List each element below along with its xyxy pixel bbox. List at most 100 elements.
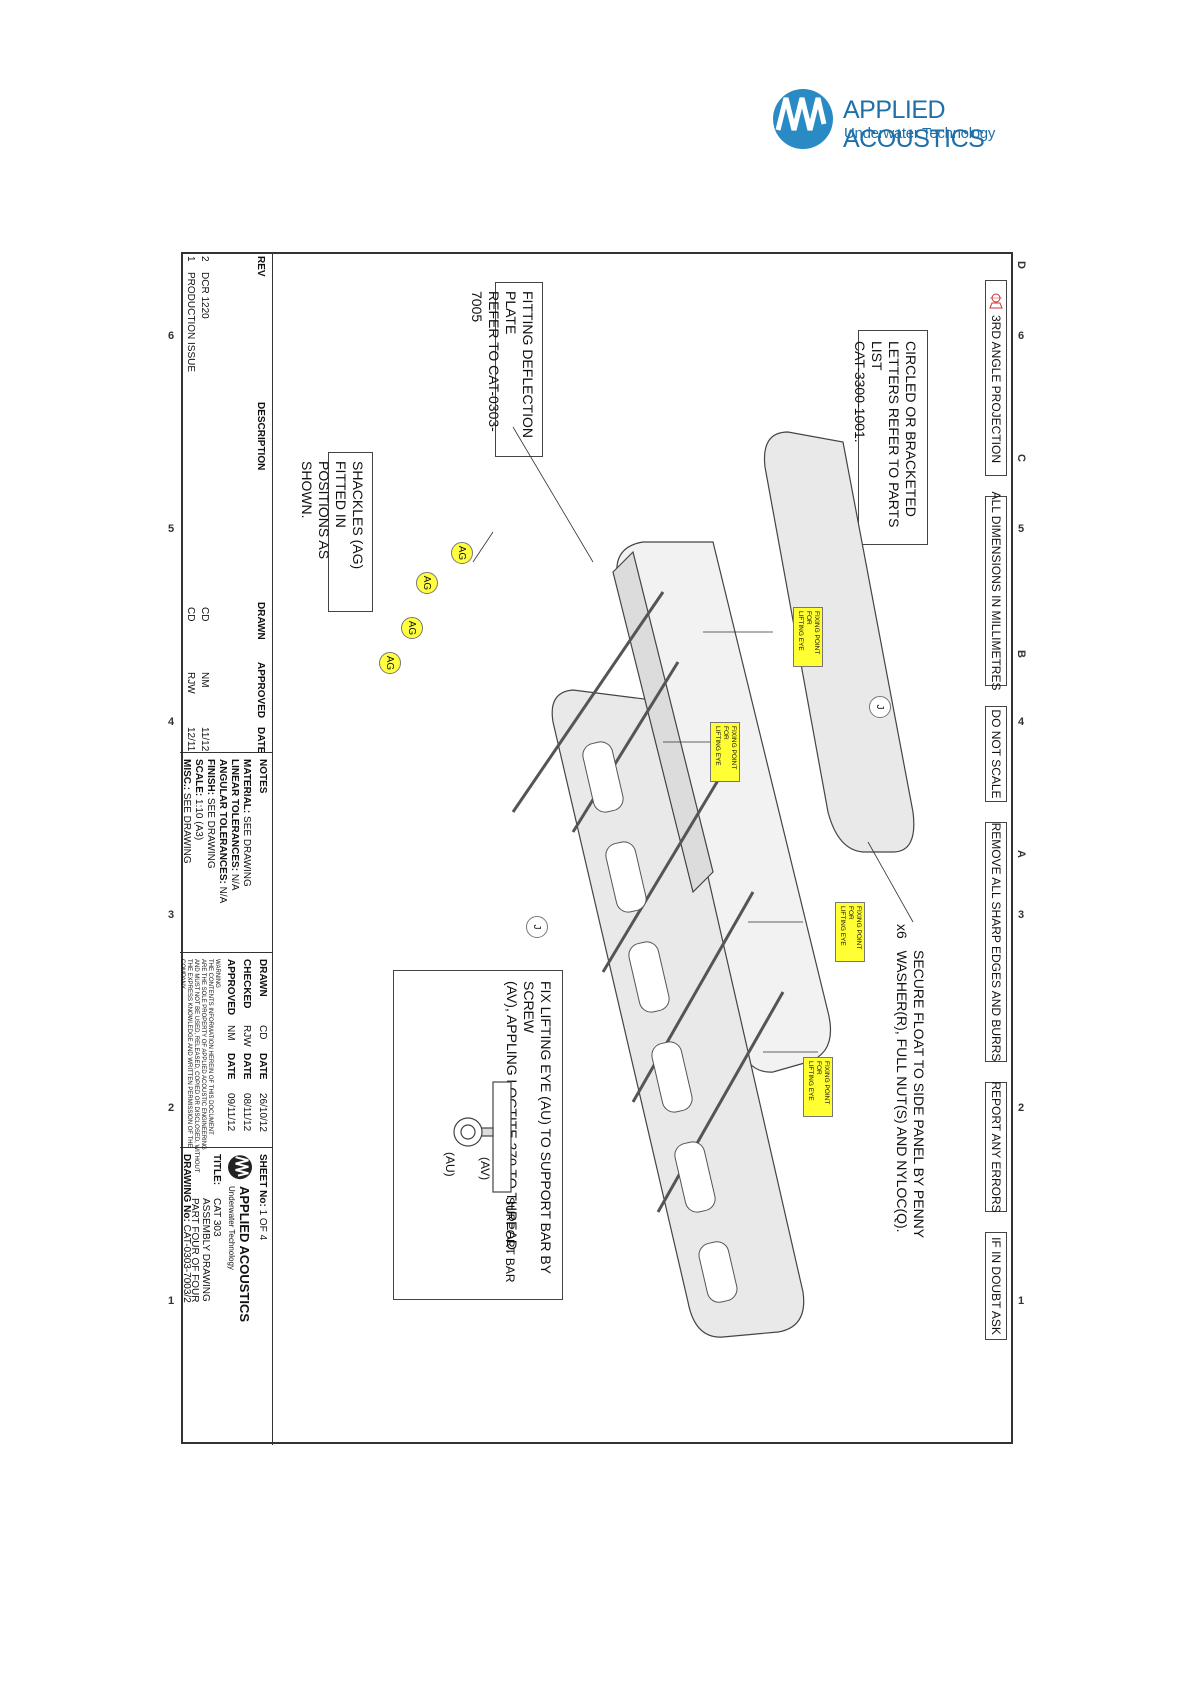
- approved-date-label: DATE: [225, 1053, 236, 1080]
- company-logo: APPLIED ACOUSTICS Underwater Technology: [770, 84, 1070, 154]
- fixing-point-1-line-1: FIXING POINT FOR: [805, 611, 820, 655]
- zone-letter-d-left: D: [1015, 261, 1027, 269]
- rev-row-2-rev: 2: [199, 256, 210, 262]
- scale-label: SCALE:: [193, 759, 204, 797]
- fixing-point-tag-2: FIXING POINT FOR LIFTING EYE: [710, 722, 740, 782]
- zone-number-3-bottom: 3: [167, 909, 175, 922]
- zone-number-4-top: 4: [1017, 716, 1025, 729]
- approvals-block: DRAWN CD DATE 26/10/12 CHECKED RJW DATE …: [179, 952, 273, 1172]
- company-tagline: Underwater Technology: [844, 125, 996, 142]
- linear-value: N/A: [229, 873, 240, 891]
- logo-mark-small-icon: [228, 1155, 252, 1180]
- rev-row-1-date: 12/11: [185, 727, 196, 752]
- title-company-tagline: Underwater Technology: [227, 1186, 236, 1270]
- zone-number-2-bottom: 2: [167, 1102, 175, 1115]
- warning-line-3: AND MUST NOT BE USED, RELEASED, COPIED O…: [193, 959, 199, 1173]
- rev-row-2-drawn: CD: [199, 607, 210, 622]
- misc-value: SEE DRAWING: [181, 792, 192, 864]
- rev-row-2-approved: NM: [199, 672, 210, 688]
- rev-row-2-desc: DCR 1220: [199, 272, 210, 319]
- angular-label: ANGULAR TOLERANCES:: [217, 759, 228, 884]
- drawn-value: CD: [257, 1025, 268, 1040]
- float-body: [763, 431, 915, 853]
- j-tag-2: J: [526, 916, 548, 938]
- notes-block: NOTES MATERIAL: SEE DRAWING LINEAR TOLER…: [180, 752, 273, 953]
- ag-tag-3: AG: [401, 617, 423, 639]
- drawing-no-value: CAT-0303-7003/2: [181, 1224, 192, 1303]
- cross-bar-1: [511, 591, 665, 813]
- material-label: MATERIAL:: [241, 759, 252, 814]
- lifting-eye-drawing: [453, 1081, 512, 1193]
- fixing-point-3-line-2: LIFTING EYE: [839, 906, 846, 946]
- label-support-bar: SUPPORT BAR: [503, 1197, 517, 1283]
- company-name: APPLIED ACOUSTICS: [843, 96, 985, 153]
- notes-heading: NOTES: [257, 759, 268, 794]
- drawing-no-label: DRAWING No:: [181, 1154, 192, 1222]
- rev-row-1-rev: 1: [185, 256, 196, 262]
- fixing-point-1-line-2: LIFTING EYE: [797, 611, 804, 651]
- approved-value: NM: [225, 1025, 236, 1041]
- finish-value: SEE DRAWING: [205, 797, 216, 869]
- sheet-value: 1 OF 4: [257, 1209, 268, 1241]
- fixing-point-4-line-2: LIFTING EYE: [807, 1061, 814, 1101]
- angular-value: N/A: [217, 886, 228, 904]
- title-line-1: ASSEMBLY DRAWING: [200, 1198, 211, 1302]
- checked-date-label: DATE: [241, 1053, 252, 1080]
- cross-bar-2: [571, 661, 680, 833]
- zone-number-5-top: 5: [1017, 523, 1025, 536]
- zone-letter-a-left: A: [1015, 850, 1027, 858]
- warning-line-4: THE EXPRESS KNOWLEDGE AND WRITTEN PERMIS…: [186, 959, 192, 1148]
- rev-row-1-drawn: CD: [185, 607, 196, 622]
- fixing-point-2-line-2: LIFTING EYE: [714, 726, 721, 766]
- ag-tag-2: AG: [416, 572, 438, 594]
- label-av: (AV): [478, 1157, 492, 1181]
- rev-header-drawn: DRAWN: [255, 602, 266, 640]
- warning-line-2: ARE THE SOLE PROPERTY OF APPLIED ACOUSTI…: [200, 959, 206, 1150]
- cross-bar-3: [601, 771, 725, 973]
- title-block-logo: APPLIED ACOUSTICS Underwater Technology: [224, 1154, 254, 1354]
- fixing-point-2-line-1: FIXING POINT FOR: [722, 726, 737, 770]
- label-au: (AU): [443, 1152, 457, 1177]
- fixing-point-3-line-1: FIXING POINT FOR: [847, 906, 862, 950]
- rev-header-rev: REV: [255, 256, 266, 277]
- checked-value: RJW: [241, 1025, 252, 1047]
- note-third-angle: 3RD ANGLE PROJECTION: [985, 280, 1007, 476]
- zone-number-6-bottom: 6: [167, 330, 175, 343]
- zone-letter-c-left: C: [1015, 454, 1027, 462]
- drawn-date: 26/10/12: [257, 1093, 268, 1132]
- logo-mark-icon: [773, 89, 833, 149]
- rev-header-date: DATE: [255, 727, 266, 754]
- zone-number-2-top: 2: [1017, 1102, 1025, 1115]
- rev-header-description: DESCRIPTION: [255, 402, 266, 471]
- drawn-date-label: DATE: [257, 1053, 268, 1080]
- fixing-point-tag-3: FIXING POINT FOR LIFTING EYE: [835, 902, 865, 962]
- zone-number-1-top: 1: [1017, 1295, 1025, 1308]
- rev-header-approved: APPROVED: [255, 662, 266, 719]
- linear-label: LINEAR TOLERANCES:: [229, 759, 240, 872]
- checked-label: CHECKED: [241, 959, 252, 1009]
- warning-line-5: COMPANY: [179, 959, 185, 989]
- title-line-0: CAT 303: [211, 1198, 222, 1237]
- title-block: SHEET No: 1 OF 4 APPLIED ACOUSTICS Under…: [180, 1147, 273, 1445]
- fixing-point-4-line-1: FIXING POINT FOR: [815, 1061, 830, 1105]
- drawing-sheet: D C B A 6 5 4 3 2 1 6 5 4 3 2 1 3RD ANGL…: [168, 252, 1027, 1445]
- ag-tag-1: AG: [451, 542, 473, 564]
- finish-label: FINISH:: [205, 759, 216, 796]
- j-tag-1: J: [869, 696, 891, 718]
- rev-row-1-approved: RJW: [185, 672, 196, 694]
- drawn-label: DRAWN: [257, 959, 268, 997]
- title-label: TITLE:: [211, 1154, 222, 1186]
- checked-date: 08/11/12: [241, 1093, 252, 1132]
- fixing-point-tag-4: FIXING POINT FOR LIFTING EYE: [803, 1057, 833, 1117]
- material-value: SEE DRAWING: [241, 816, 252, 887]
- assembly-illustration: [453, 426, 915, 1338]
- zone-number-5-bottom: 5: [167, 523, 175, 536]
- projection-icon: [989, 293, 1003, 309]
- zone-letter-b-left: B: [1015, 650, 1027, 658]
- misc-label: MISC.:: [181, 759, 192, 791]
- zone-number-4-bottom: 4: [167, 716, 175, 729]
- zone-number-6-top: 6: [1017, 330, 1025, 343]
- title-company-name: APPLIED ACOUSTICS: [237, 1186, 252, 1323]
- warning-text: WARNING THE CONTENTS INFORMATION HEREIN …: [178, 959, 220, 1172]
- rev-row-2-date: 11/12: [199, 727, 210, 752]
